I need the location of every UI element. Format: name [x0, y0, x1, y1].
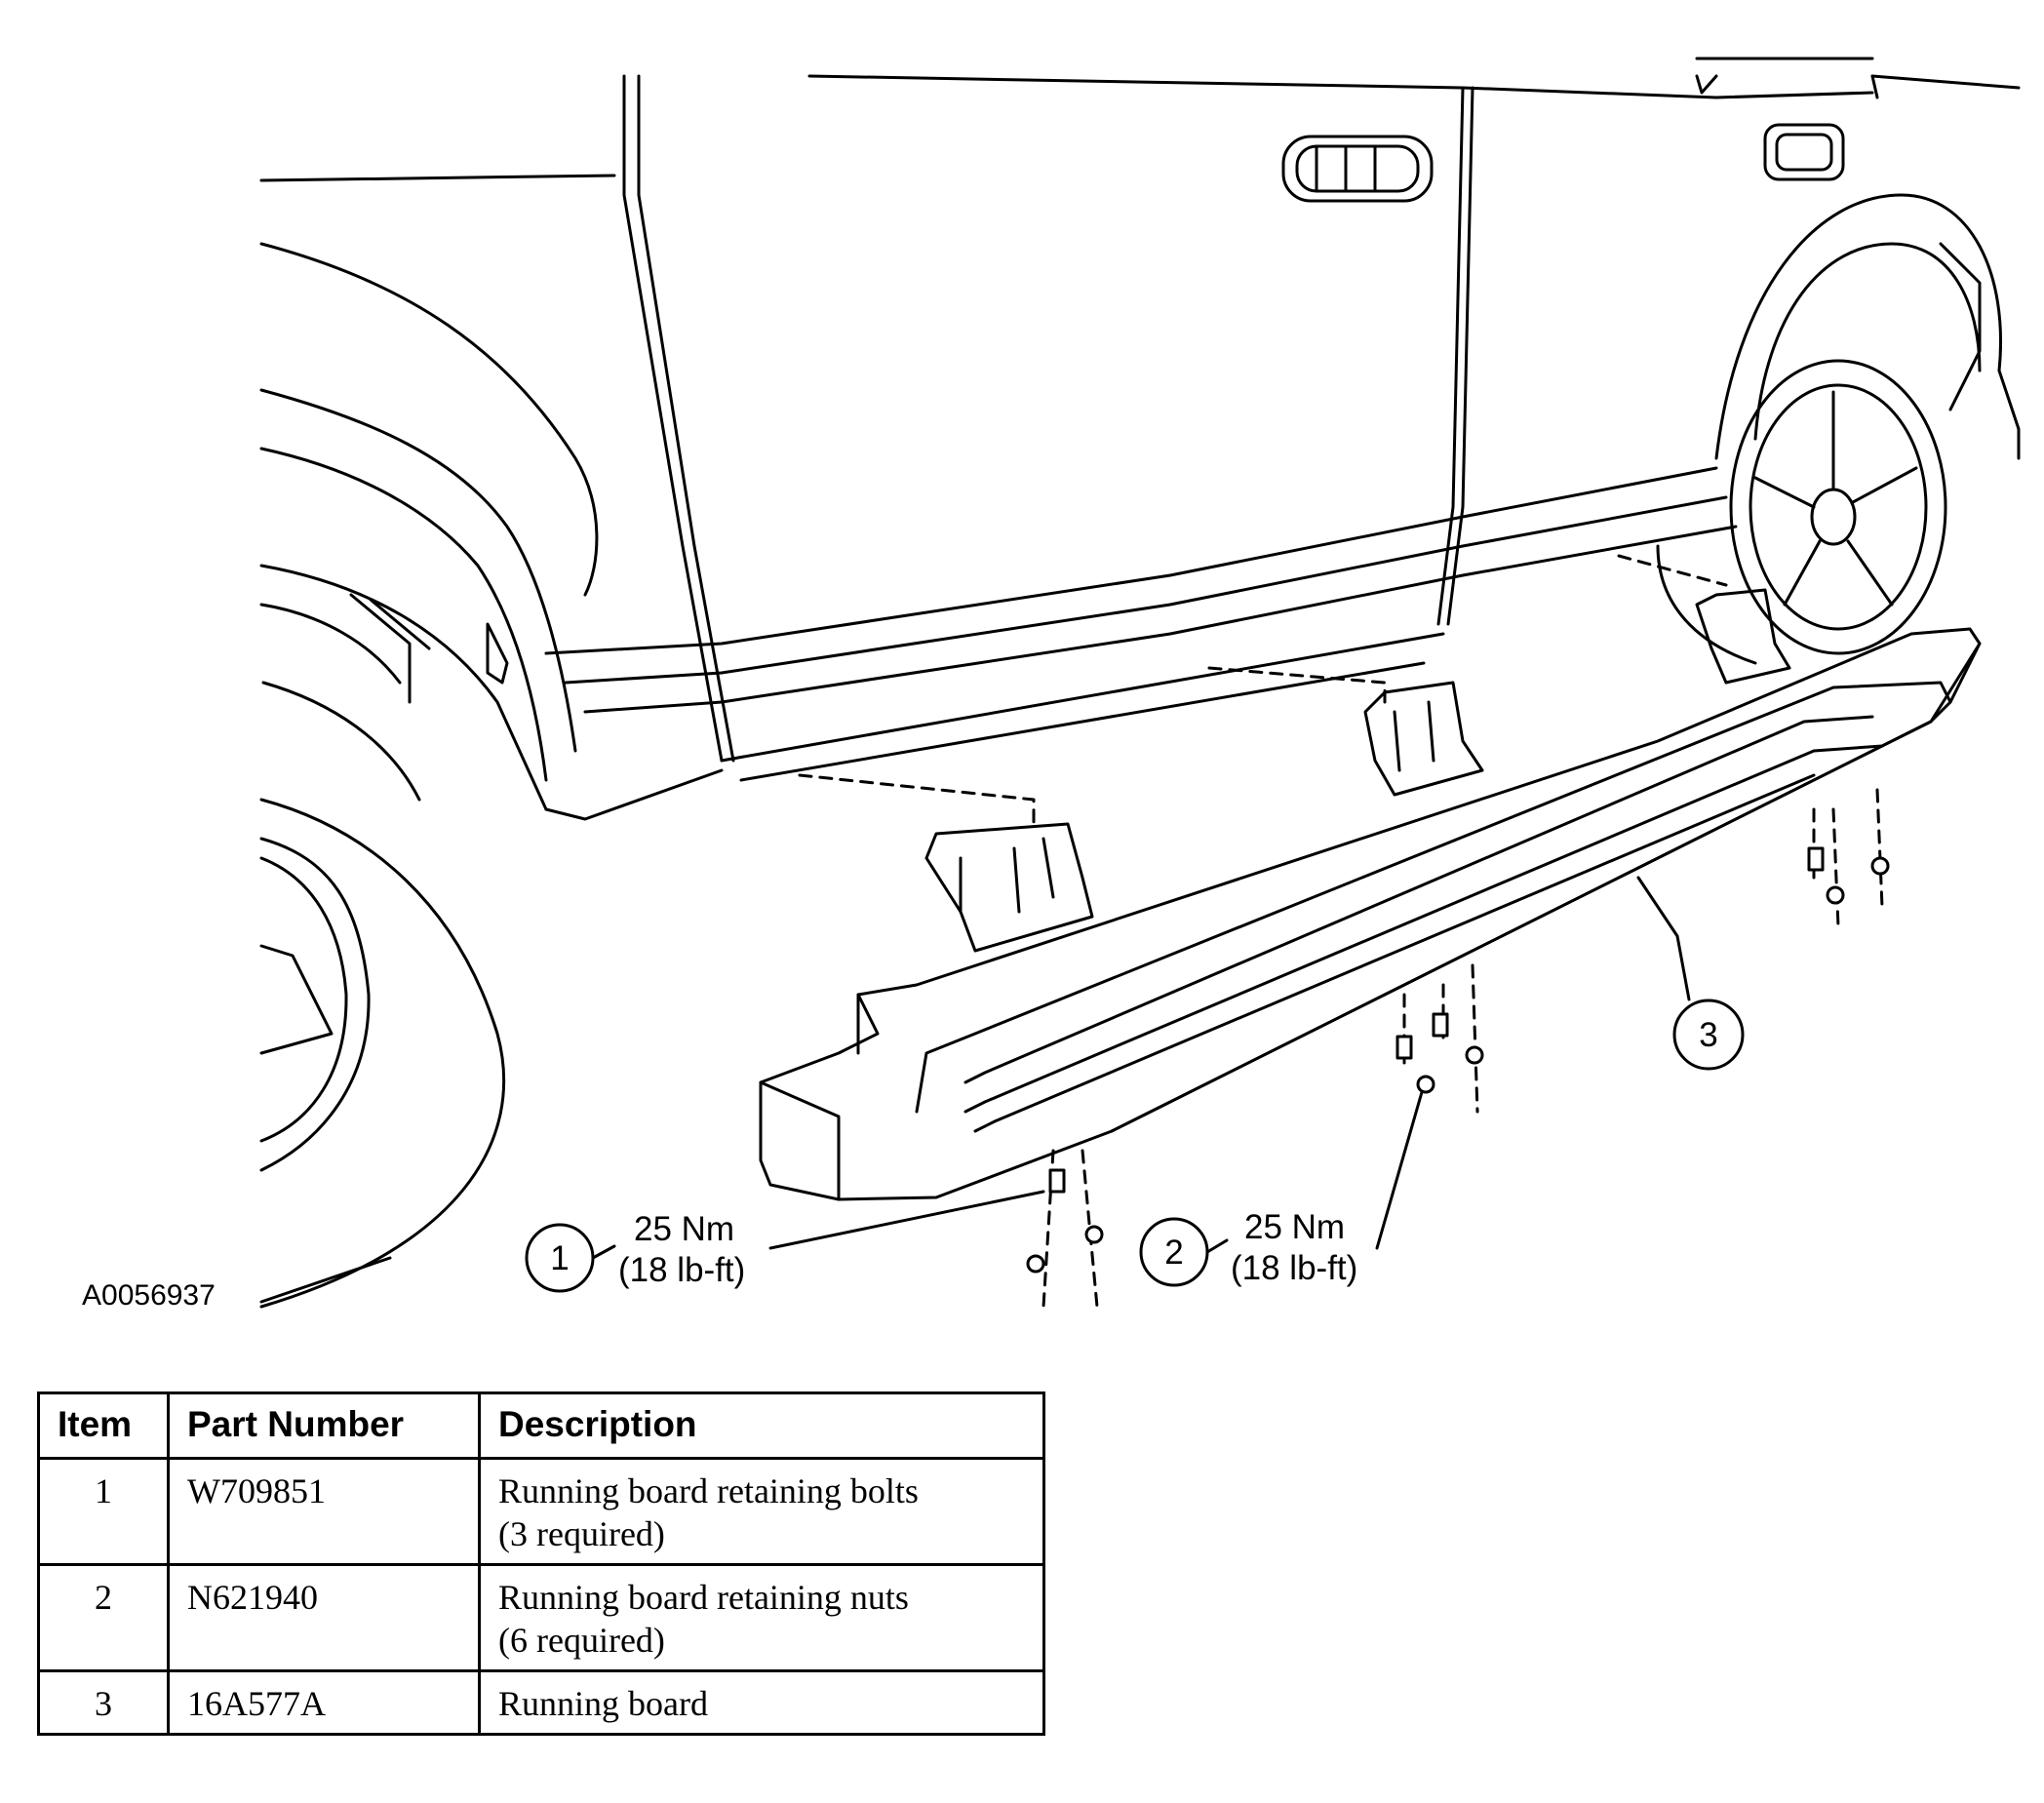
- fasteners: [1026, 846, 1890, 1274]
- row-description-line1: Running board retaining nuts: [498, 1578, 909, 1617]
- table-row: 3 16A577A Running board: [37, 1669, 1045, 1736]
- table-row: 1 W709851 Running board retaining bolts …: [37, 1457, 1045, 1566]
- row-description: Running board: [478, 1669, 1045, 1736]
- callout-1-torque-nm: 25 Nm: [634, 1210, 734, 1248]
- callout-3: 3: [1636, 876, 1745, 1071]
- vehicle-running-board-diagram: 1 25 Nm (18 lb-ft) 2 25 Nm (18 lb-ft) 3: [259, 57, 2021, 1309]
- header-part-number: Part Number: [167, 1391, 481, 1460]
- row-part-number: W709851: [167, 1457, 481, 1566]
- row-item: 2: [37, 1563, 170, 1672]
- callout-3-circle: [1672, 999, 1745, 1071]
- row-description: Running board retaining nuts (6 required…: [478, 1563, 1045, 1672]
- vehicle-body: [259, 57, 2021, 1309]
- table-row: 2 N621940 Running board retaining nuts (…: [37, 1563, 1045, 1672]
- alignment-lines: [798, 554, 1884, 1309]
- table-header-row: Item Part Number Description: [37, 1391, 1045, 1460]
- callout-1-number: 1: [550, 1239, 569, 1277]
- running-board: [759, 627, 1982, 1201]
- row-description-line2: (6 required): [498, 1621, 665, 1660]
- mounting-brackets: [924, 588, 1791, 953]
- header-description: Description: [478, 1391, 1045, 1460]
- row-description-line1: Running board retaining bolts: [498, 1471, 919, 1510]
- row-description-line2: (3 required): [498, 1514, 665, 1553]
- callout-2-torque-lbft: (18 lb-ft): [1231, 1249, 1357, 1287]
- callout-2-torque-nm: 25 Nm: [1244, 1208, 1345, 1246]
- row-item: 3: [37, 1669, 170, 1736]
- callout-2: 2 25 Nm (18 lb-ft): [1139, 1090, 1424, 1287]
- row-item: 1: [37, 1457, 170, 1566]
- parts-table: Item Part Number Description 1 W709851 R…: [37, 1391, 1045, 1736]
- row-part-number: N621940: [167, 1563, 481, 1672]
- row-part-number: 16A577A: [167, 1669, 481, 1736]
- callout-3-number: 3: [1699, 1016, 1717, 1054]
- row-description: Running board retaining bolts (3 require…: [478, 1457, 1045, 1566]
- row-description-line1: Running board: [498, 1684, 708, 1723]
- callout-2-number: 2: [1164, 1234, 1183, 1272]
- figure-id: A0056937: [82, 1279, 216, 1312]
- callout-1-torque-lbft: (18 lb-ft): [618, 1251, 745, 1289]
- callout-1: 1 25 Nm (18 lb-ft): [525, 1190, 1045, 1293]
- header-item: Item: [37, 1391, 170, 1460]
